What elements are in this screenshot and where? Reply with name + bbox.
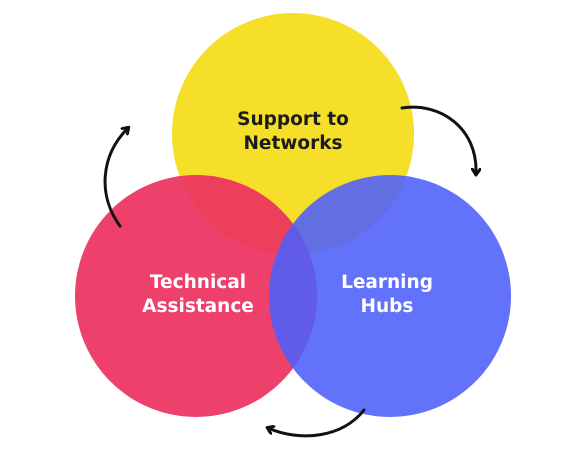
- technical-circle: [75, 175, 317, 417]
- learning-label-line1: Learning: [341, 272, 433, 293]
- technical-label-line1: Technical: [149, 272, 247, 293]
- arrow-technical-to-support: [103, 128, 128, 228]
- technical-label-line2: Assistance: [142, 296, 254, 317]
- arrow-support-to-learning: [400, 105, 476, 174]
- learning-label-line2: Hubs: [360, 296, 414, 317]
- technical-label: Technical Assistance: [118, 271, 278, 319]
- support-label-line1: Support to: [237, 109, 349, 130]
- learning-circle: [269, 175, 511, 417]
- learning-label: Learning Hubs: [307, 271, 467, 319]
- arrow-learning-to-technical: [268, 408, 366, 438]
- support-label: Support to Networks: [213, 108, 373, 156]
- support-label-line2: Networks: [243, 133, 343, 154]
